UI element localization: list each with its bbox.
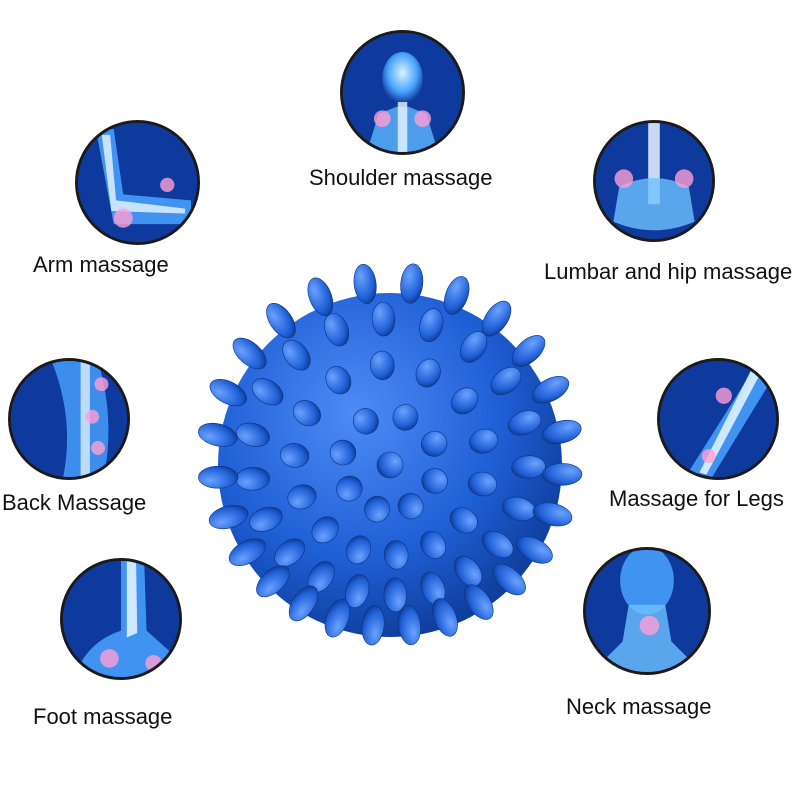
back-massage-label: Back Massage: [2, 490, 147, 515]
ball-spike: [329, 439, 357, 466]
neck-massage-label: Neck massage: [566, 694, 712, 719]
ball-spike: [256, 565, 290, 598]
ball-spike: [325, 366, 352, 395]
ball-spike: [228, 538, 266, 566]
ball-spike: [361, 605, 385, 646]
ball-spike: [352, 408, 379, 435]
legs-massage-label: Massage for Legs: [609, 486, 784, 511]
lumbar-hip-massage-image: [593, 120, 715, 242]
legs-massage-image: [657, 358, 779, 480]
ball-spike: [370, 350, 395, 381]
ball-spike: [344, 574, 370, 608]
ball-spike: [336, 475, 363, 502]
ball-spike: [469, 428, 499, 454]
ball-spike: [232, 337, 267, 370]
ball-spike: [293, 400, 321, 427]
ball-spike: [449, 507, 478, 534]
ball-spike: [451, 387, 479, 415]
ball-spike: [443, 276, 470, 315]
ball-spike: [532, 502, 573, 527]
ball-spike: [400, 263, 424, 304]
ball-spike: [288, 585, 319, 622]
ball-spike: [481, 530, 514, 559]
ball-spike: [324, 598, 351, 638]
ball-spike: [287, 484, 317, 510]
ball-spike: [492, 563, 526, 596]
ball-spike: [467, 471, 498, 497]
ball-spike: [463, 584, 494, 620]
shoulder-massage-label: Shoulder massage: [309, 165, 493, 190]
ball-spike: [421, 430, 448, 457]
ball-spike: [384, 540, 409, 570]
ball-spike: [274, 538, 306, 567]
ball-spike: [198, 422, 238, 447]
ball-spike: [460, 331, 488, 363]
ball-spike: [282, 339, 311, 371]
ball-spike: [415, 358, 441, 388]
ball-spike: [420, 530, 446, 559]
ball-spike: [251, 378, 284, 406]
ball-spike: [208, 504, 249, 530]
ball-spike: [421, 468, 448, 494]
arm-massage-image: [75, 120, 200, 245]
ball-spike: [345, 535, 372, 565]
ball-spike: [353, 264, 377, 304]
shoulder-massage-image: [340, 30, 465, 155]
ball-spike: [311, 516, 339, 544]
ball-spike: [307, 277, 334, 316]
ball-spike: [453, 555, 483, 587]
ball-spike: [532, 376, 570, 404]
ball-spike: [397, 493, 424, 520]
ball-spike: [364, 495, 390, 523]
ball-spike: [392, 404, 419, 431]
lumbar-hip-massage-label: Lumbar and hip massage: [544, 259, 793, 284]
ball-spike: [511, 455, 546, 479]
ball-spike: [542, 463, 583, 486]
ball-spike: [397, 605, 421, 646]
ball-spike: [266, 302, 296, 339]
ball-spike: [542, 419, 582, 444]
ball-spike: [249, 506, 283, 532]
foot-massage-label: Foot massage: [33, 704, 173, 729]
ball-spike: [515, 536, 553, 564]
foot-massage-image: [60, 558, 182, 680]
ball-spike: [371, 301, 396, 337]
ball-spike: [507, 410, 542, 436]
ball-spike: [376, 451, 404, 479]
ball-spike: [432, 598, 458, 637]
ball-spike: [209, 378, 247, 407]
ball-spike: [198, 465, 239, 489]
ball-spike: [418, 308, 444, 343]
ball-spike: [383, 577, 407, 613]
neck-massage-image: [583, 547, 711, 675]
ball-spike: [324, 312, 350, 347]
ball-spike: [236, 422, 270, 447]
ball-spike: [511, 335, 546, 367]
back-massage-image: [8, 358, 130, 480]
ball-spike: [280, 443, 310, 468]
ball-spike: [481, 300, 512, 337]
arm-massage-label: Arm massage: [33, 252, 169, 277]
spiky-massage-ball-image: [180, 255, 600, 675]
ball-spike: [490, 366, 522, 396]
